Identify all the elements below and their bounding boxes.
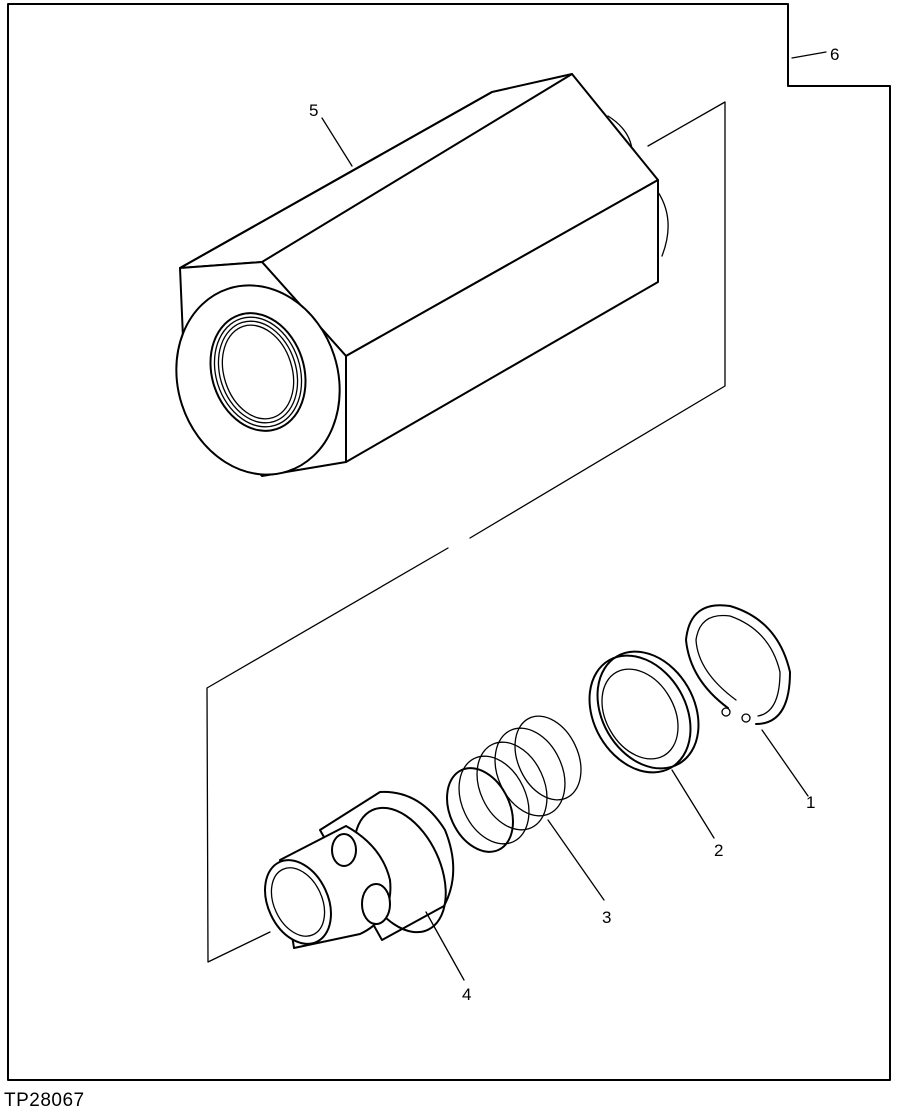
exploded-plane <box>206 101 726 963</box>
snap-ring-1 <box>685 604 791 725</box>
leader-5 <box>321 117 353 167</box>
washer-2 <box>588 650 700 774</box>
leader-1 <box>761 729 809 797</box>
valve-body-5 <box>175 73 669 477</box>
leader-2 <box>671 769 715 839</box>
leader-3 <box>547 819 605 901</box>
poppet-4 <box>264 790 455 949</box>
callout-3: 3 <box>602 908 611 927</box>
callout-4: 4 <box>462 985 471 1004</box>
leader-4 <box>425 911 465 981</box>
callout-2: 2 <box>714 841 723 860</box>
assembly-border <box>7 3 891 1081</box>
leader-6 <box>791 51 827 59</box>
callout-5: 5 <box>309 101 318 120</box>
callout-6: 6 <box>830 45 839 64</box>
callout-1: 1 <box>806 793 815 812</box>
spring-3 <box>446 715 582 853</box>
figure-id: TP28067 <box>4 1090 85 1111</box>
